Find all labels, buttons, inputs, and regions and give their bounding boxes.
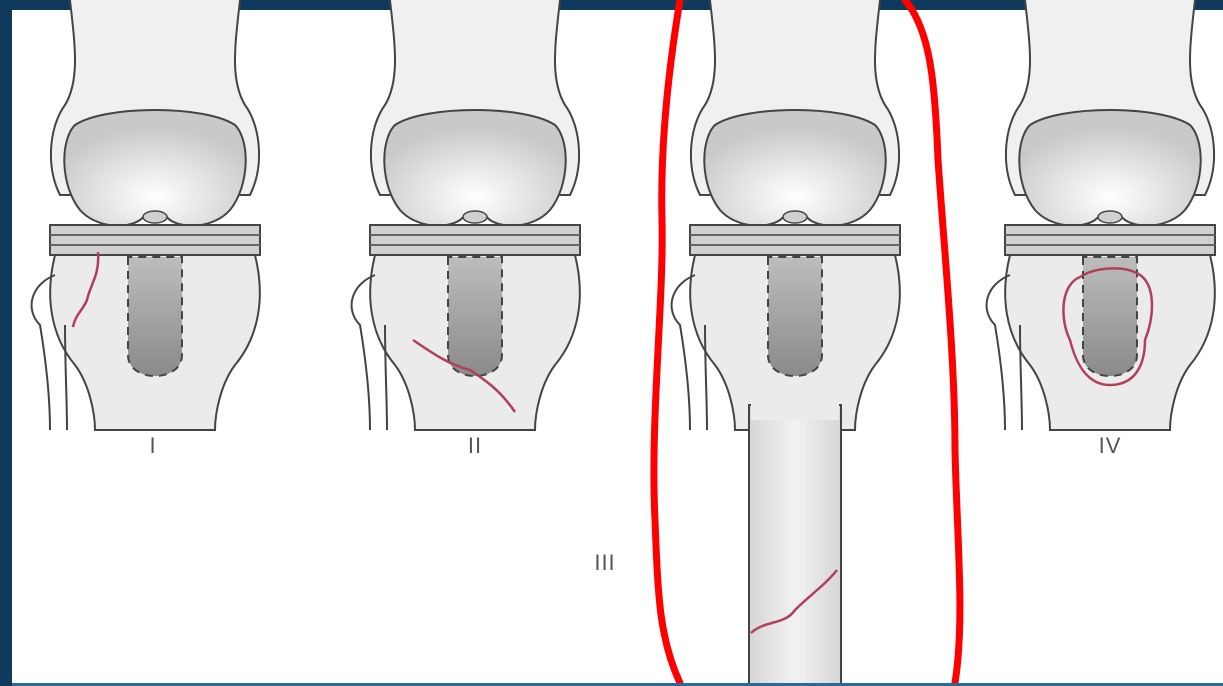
- type-4-knee: [987, 0, 1215, 430]
- type-3-knee: [672, 0, 900, 683]
- type-3-label: III: [594, 550, 615, 575]
- type-2-knee: [352, 0, 580, 430]
- type-4-label: IV: [1099, 433, 1122, 458]
- type-2-label: II: [468, 433, 482, 458]
- type-1-label: I: [149, 433, 156, 458]
- type-1-knee: [32, 0, 260, 430]
